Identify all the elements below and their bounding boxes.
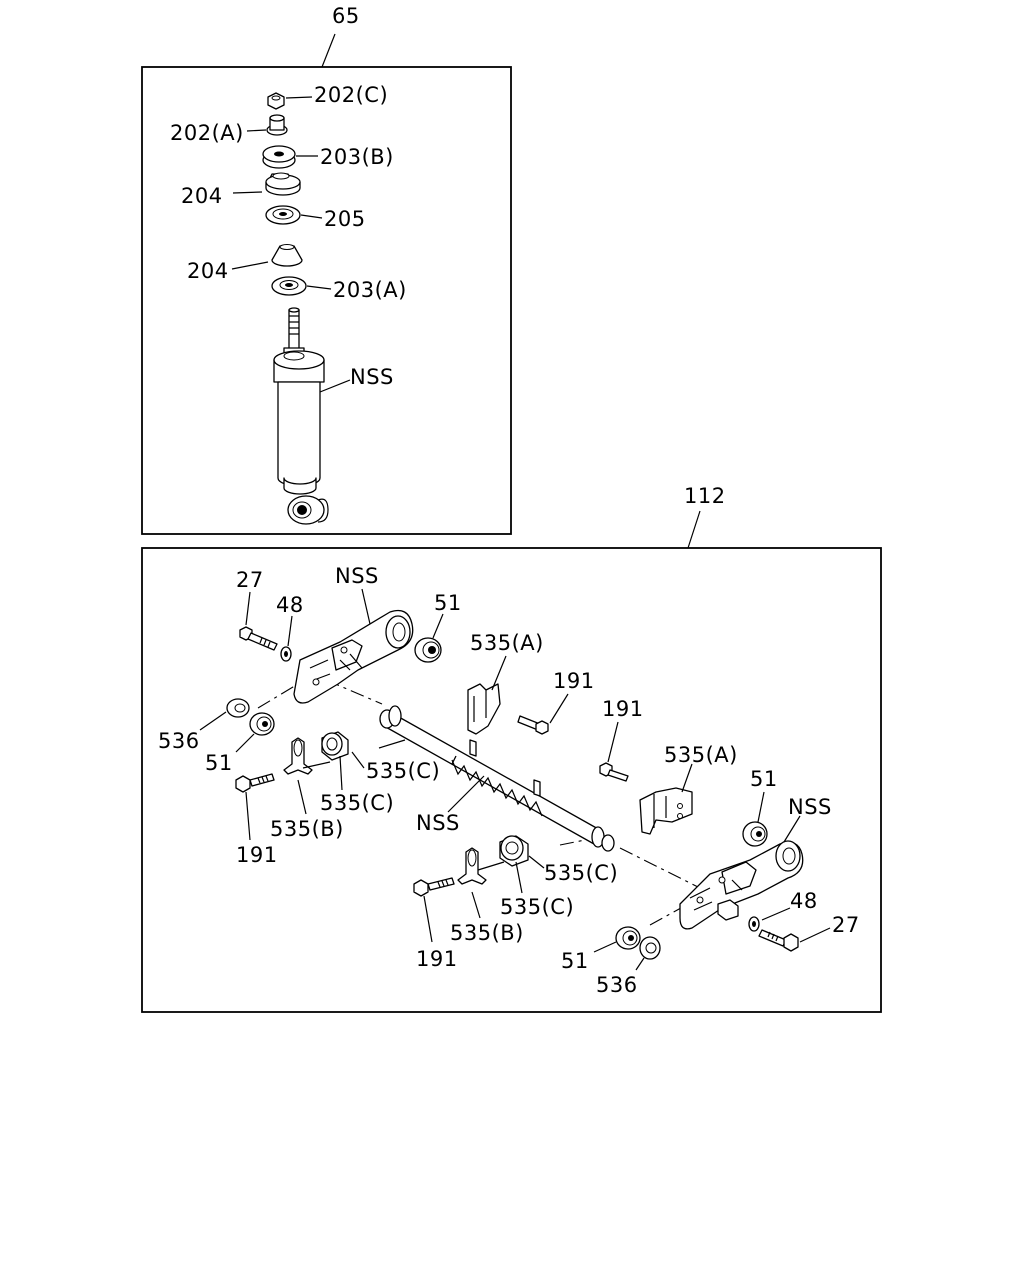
label-48-right: 48 bbox=[790, 889, 818, 913]
stabilizer-bar bbox=[379, 705, 615, 852]
bolt-191-right-top bbox=[599, 762, 629, 782]
label-191-bottom: 191 bbox=[416, 947, 458, 971]
washer-536-left bbox=[226, 698, 250, 718]
label-536-left: 536 bbox=[158, 729, 200, 753]
label-535c-left-b: 535(C) bbox=[320, 791, 394, 815]
group-112-axle-assembly: 112 27 48 bbox=[141, 484, 882, 1013]
label-202a: 202(A) bbox=[170, 121, 244, 145]
callout-65: 65 bbox=[332, 4, 360, 28]
label-535c-center-a: 535(C) bbox=[544, 861, 618, 885]
bolt-191-center bbox=[517, 715, 549, 735]
label-535c-left-a: 535(C) bbox=[366, 759, 440, 783]
label-stabilizer-nss: NSS bbox=[416, 811, 460, 835]
label-535a-left: 535(A) bbox=[470, 631, 544, 655]
label-536-bottom: 536 bbox=[596, 973, 638, 997]
group-65-frame bbox=[141, 66, 512, 535]
washer-48-left bbox=[280, 646, 292, 662]
washer-203b bbox=[262, 145, 296, 169]
label-535c-center-b: 535(C) bbox=[500, 895, 574, 919]
bracket-535a-right bbox=[639, 787, 693, 835]
label-shock-nss: NSS bbox=[350, 365, 394, 389]
bolt-191-bottom bbox=[413, 877, 455, 897]
label-48-left: 48 bbox=[276, 593, 304, 617]
bushing-51-right bbox=[742, 821, 768, 847]
stopper-right bbox=[717, 899, 739, 921]
label-202c: 202(C) bbox=[314, 83, 388, 107]
bolt-27-right bbox=[758, 929, 799, 952]
bushing-204-lower bbox=[271, 244, 303, 267]
label-535b-center: 535(B) bbox=[450, 921, 524, 945]
callout-112: 112 bbox=[684, 484, 726, 508]
washer-202a bbox=[266, 114, 288, 136]
bracket-535a-left bbox=[467, 683, 501, 735]
label-51-bottom: 51 bbox=[561, 949, 589, 973]
trailing-arm-right bbox=[679, 840, 804, 930]
bushing-51-top-left bbox=[414, 637, 442, 663]
bushing-204-upper bbox=[265, 172, 301, 196]
label-535a-right: 535(A) bbox=[664, 743, 738, 767]
group-65-shock-absorber: 65 202(C) 202(A) 203(B) bbox=[141, 4, 512, 535]
label-arm-nss-right: NSS bbox=[788, 795, 832, 819]
label-205: 205 bbox=[324, 207, 366, 231]
label-51-right: 51 bbox=[750, 767, 778, 791]
group-112-frame bbox=[141, 547, 882, 1013]
label-27-right: 27 bbox=[832, 913, 860, 937]
label-arm-nss-left: NSS bbox=[335, 564, 379, 588]
shock-absorber bbox=[273, 307, 329, 525]
label-203b: 203(B) bbox=[320, 145, 394, 169]
bushing-535c-center bbox=[499, 835, 529, 867]
label-191-center: 191 bbox=[553, 669, 595, 693]
label-27-left: 27 bbox=[236, 568, 264, 592]
label-51-left: 51 bbox=[205, 751, 233, 775]
label-204-upper: 204 bbox=[181, 184, 223, 208]
clamp-535b-left bbox=[283, 737, 313, 775]
washer-48-right bbox=[748, 916, 760, 932]
clamp-535b-center bbox=[457, 847, 487, 885]
bolt-27-left bbox=[239, 626, 278, 651]
trailing-arm-left bbox=[293, 609, 414, 704]
bolt-191-left bbox=[235, 773, 275, 793]
bushing-535c-left bbox=[321, 731, 349, 761]
label-203a: 203(A) bbox=[333, 278, 407, 302]
label-191-right-top: 191 bbox=[602, 697, 644, 721]
label-191-left: 191 bbox=[236, 843, 278, 867]
washer-536-bottom bbox=[639, 936, 661, 960]
washer-203a bbox=[271, 276, 307, 296]
bushing-51-left bbox=[249, 712, 275, 736]
label-204-lower: 204 bbox=[187, 259, 229, 283]
label-51-top-left: 51 bbox=[434, 591, 462, 615]
washer-205 bbox=[265, 205, 301, 225]
nut-202c bbox=[267, 92, 285, 110]
bushing-51-bottom bbox=[615, 926, 641, 950]
label-535b-left: 535(B) bbox=[270, 817, 344, 841]
